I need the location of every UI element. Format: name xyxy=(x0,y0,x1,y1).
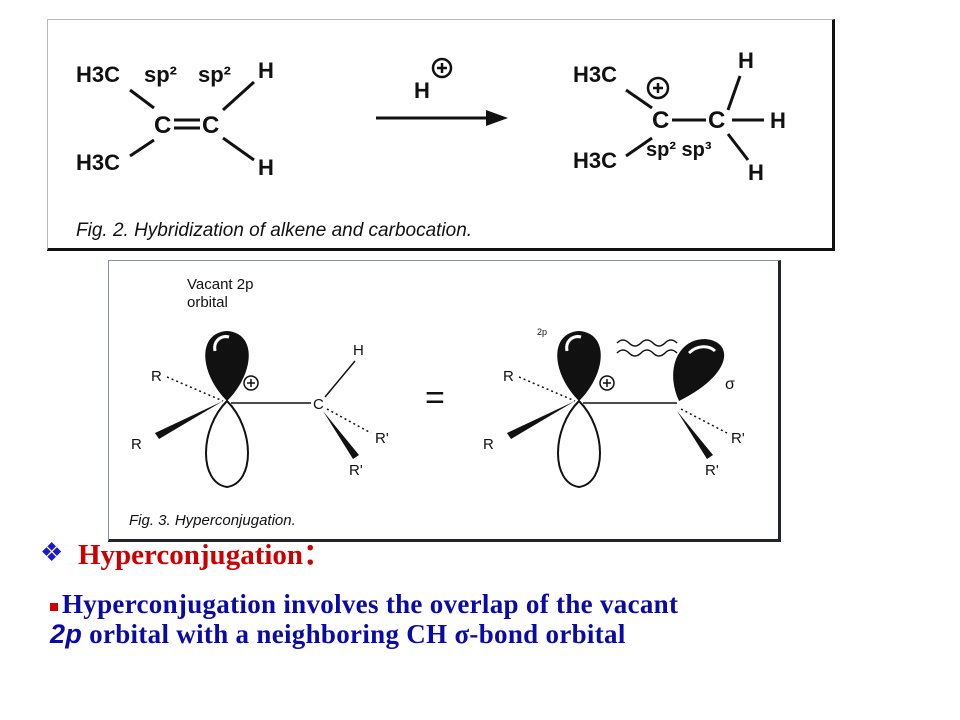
sigma-label: σ xyxy=(725,376,735,393)
equals-sign: = xyxy=(425,379,445,417)
hashed-bond xyxy=(166,376,224,402)
left-h-label: H xyxy=(353,342,364,359)
cation-plus-icon xyxy=(599,375,615,391)
right-hybridization: sp² sp³ xyxy=(646,139,712,161)
right-h-top: H xyxy=(738,48,754,73)
section-heading: ❖ Hyperconjugation： xyxy=(40,532,332,572)
bond-line xyxy=(726,133,750,161)
bond-line xyxy=(625,136,653,158)
heading-text: Hyperconjugation： xyxy=(78,539,333,571)
ch-bond xyxy=(324,360,356,398)
wedge-bond xyxy=(507,401,575,439)
left-c1: C xyxy=(154,112,171,139)
left-c2: C xyxy=(202,112,219,139)
left-h3c-bottom: H3C xyxy=(76,150,120,175)
wedge-bond xyxy=(155,401,223,439)
cation-plus-icon xyxy=(646,76,670,100)
hashed-bond xyxy=(518,376,576,402)
cation-plus-icon xyxy=(243,375,259,391)
overlap-wave xyxy=(616,339,678,347)
hashed-bond xyxy=(326,408,372,434)
p-orbital-upper-lobe xyxy=(557,331,601,401)
left-r-label: R xyxy=(151,368,162,385)
left-r-bottom-label: R xyxy=(131,436,142,453)
p-orbital-lower-lobe xyxy=(205,399,249,489)
left-c-label: C xyxy=(313,396,324,413)
right-c2: C xyxy=(708,107,725,134)
figure-3-drawing: Vacant 2p orbital R R C H R' R' = 2p R xyxy=(129,276,745,529)
left-r1-label: R' xyxy=(375,430,389,447)
right-h-right: H xyxy=(770,108,786,133)
arrow-head-icon xyxy=(486,110,508,126)
right-h-bottom: H xyxy=(748,160,764,185)
square-bullet-icon xyxy=(50,603,58,611)
lobe-highlight xyxy=(687,345,717,355)
left-sp2-a: sp² xyxy=(144,62,177,87)
overlap-wave xyxy=(616,349,678,357)
lobe-highlight xyxy=(213,335,230,352)
right-c1: C xyxy=(652,107,669,134)
left-h3c-top: H3C xyxy=(76,62,120,87)
body-text-part2: orbital with a neighboring CH σ-bond orb… xyxy=(82,619,626,649)
figure-2-hybridization: H3C sp² sp² H C C H3C H H H3C C C H H xyxy=(47,19,835,251)
bond-line xyxy=(726,75,742,111)
figure-2-drawing: H3C sp² sp² H C C H3C H H H3C C C H H xyxy=(76,48,786,241)
bond-line xyxy=(221,80,256,112)
reagent-h: H xyxy=(414,78,430,103)
figure-3-hyperconjugation: Vacant 2p orbital R R C H R' R' = 2p R xyxy=(108,260,781,542)
right-r-label: R xyxy=(503,368,514,385)
wedge-bond xyxy=(677,411,713,459)
body-paragraph: Hyperconjugation involves the overlap of… xyxy=(50,589,930,649)
bond-line xyxy=(625,88,653,110)
plus-charge-icon xyxy=(431,57,453,79)
p-orbital-upper-lobe xyxy=(205,331,249,401)
p-orbital-lower-lobe xyxy=(557,399,601,489)
right-r-bottom-label: R xyxy=(483,436,494,453)
body-text-italic: 2p xyxy=(50,619,83,649)
bond-line xyxy=(129,138,155,158)
lobe-highlight xyxy=(565,335,582,352)
right-r2-label: R' xyxy=(705,462,719,479)
wedge-bond xyxy=(323,411,359,459)
sigma-orbital-lobe xyxy=(673,339,725,401)
right-h3c-bottom: H3C xyxy=(573,148,617,173)
vacant-orbital-label-line2: orbital xyxy=(187,294,228,311)
right-r1-label: R' xyxy=(731,430,745,447)
left-r2-label: R' xyxy=(349,462,363,479)
left-h-top: H xyxy=(258,58,274,83)
left-sp2-b: sp² xyxy=(198,62,231,87)
bond-line xyxy=(222,136,255,162)
bond-line xyxy=(129,88,155,110)
figure-3-caption: Fig. 3. Hyperconjugation. xyxy=(129,512,296,529)
right-2p-label: 2p xyxy=(537,327,547,337)
diamond-bullet-icon: ❖ xyxy=(40,537,64,567)
hashed-bond xyxy=(680,408,728,434)
right-h3c-top: H3C xyxy=(573,62,617,87)
body-text-part1: Hyperconjugation involves the overlap of… xyxy=(62,589,679,619)
figure-2-caption: Fig. 2. Hybridization of alkene and carb… xyxy=(76,220,472,241)
vacant-orbital-label-line1: Vacant 2p xyxy=(187,276,253,293)
left-h-bottom: H xyxy=(258,155,274,180)
